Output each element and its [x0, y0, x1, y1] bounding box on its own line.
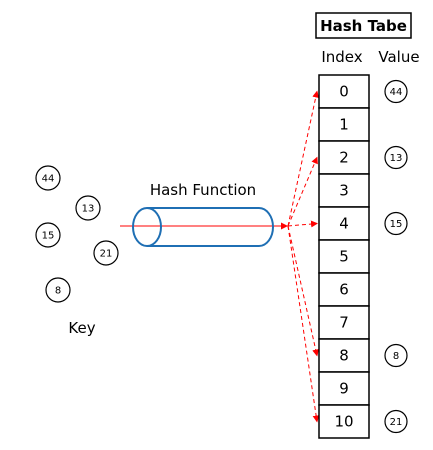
key-circle — [35, 222, 61, 248]
index-cell: 10 — [334, 413, 353, 431]
index-cell: 4 — [339, 215, 349, 233]
value-header: Value — [378, 48, 419, 66]
value-circle — [384, 145, 408, 170]
mapping-arrow — [287, 156, 318, 227]
index-cell: 3 — [339, 182, 349, 200]
index-cell: 2 — [339, 149, 349, 167]
mapping-arrow — [287, 225, 320, 357]
key-circle — [93, 240, 119, 266]
table-title-box — [315, 12, 412, 39]
table-row — [318, 173, 370, 208]
table-row — [318, 140, 370, 175]
value-text: 21 — [390, 417, 403, 428]
stored-values: 44 13 15 8 21 — [384, 79, 408, 434]
key-label-text: 15 — [42, 231, 55, 242]
value-text: 13 — [390, 153, 403, 164]
table-row — [318, 206, 370, 241]
output-arrows — [287, 90, 320, 423]
index-cell: 8 — [339, 347, 349, 365]
key-label: Key — [68, 319, 95, 337]
key-label-text: 8 — [55, 286, 61, 297]
value-text: 44 — [390, 87, 403, 98]
index-cell: 1 — [339, 116, 349, 134]
index-cell: 0 — [339, 83, 349, 101]
key-circle — [35, 165, 61, 191]
value-circle — [384, 343, 408, 368]
value-text: 15 — [390, 219, 403, 230]
value-circle — [384, 211, 408, 236]
table-row — [318, 404, 370, 439]
table-row — [318, 305, 370, 340]
index-cell: 6 — [339, 281, 349, 299]
table-row — [318, 239, 370, 274]
mapping-arrow — [287, 90, 320, 227]
key-circle — [75, 195, 101, 221]
hash-table: 0 1 2 3 4 5 6 7 8 9 10 — [318, 74, 370, 439]
index-header: Index — [321, 48, 362, 66]
value-text: 8 — [393, 351, 399, 362]
index-cell: 9 — [339, 380, 349, 398]
mapping-arrow — [287, 225, 320, 423]
table-row — [318, 338, 370, 373]
key-label-text: 44 — [42, 174, 55, 185]
table-row — [318, 371, 370, 406]
keys-group: 44 13 15 21 8 — [35, 165, 119, 303]
hash-function-cylinder — [132, 207, 274, 247]
index-cell: 7 — [339, 314, 349, 332]
hash-function-label: Hash Function — [150, 181, 256, 199]
key-label-text: 21 — [100, 249, 113, 260]
table-title: Hash Tabe — [320, 17, 407, 35]
key-label-text: 13 — [82, 204, 95, 215]
value-circle — [384, 79, 408, 104]
mapping-arrow — [287, 220, 318, 228]
index-cell: 5 — [339, 248, 349, 266]
value-circle — [384, 409, 408, 434]
key-circle — [45, 277, 71, 303]
